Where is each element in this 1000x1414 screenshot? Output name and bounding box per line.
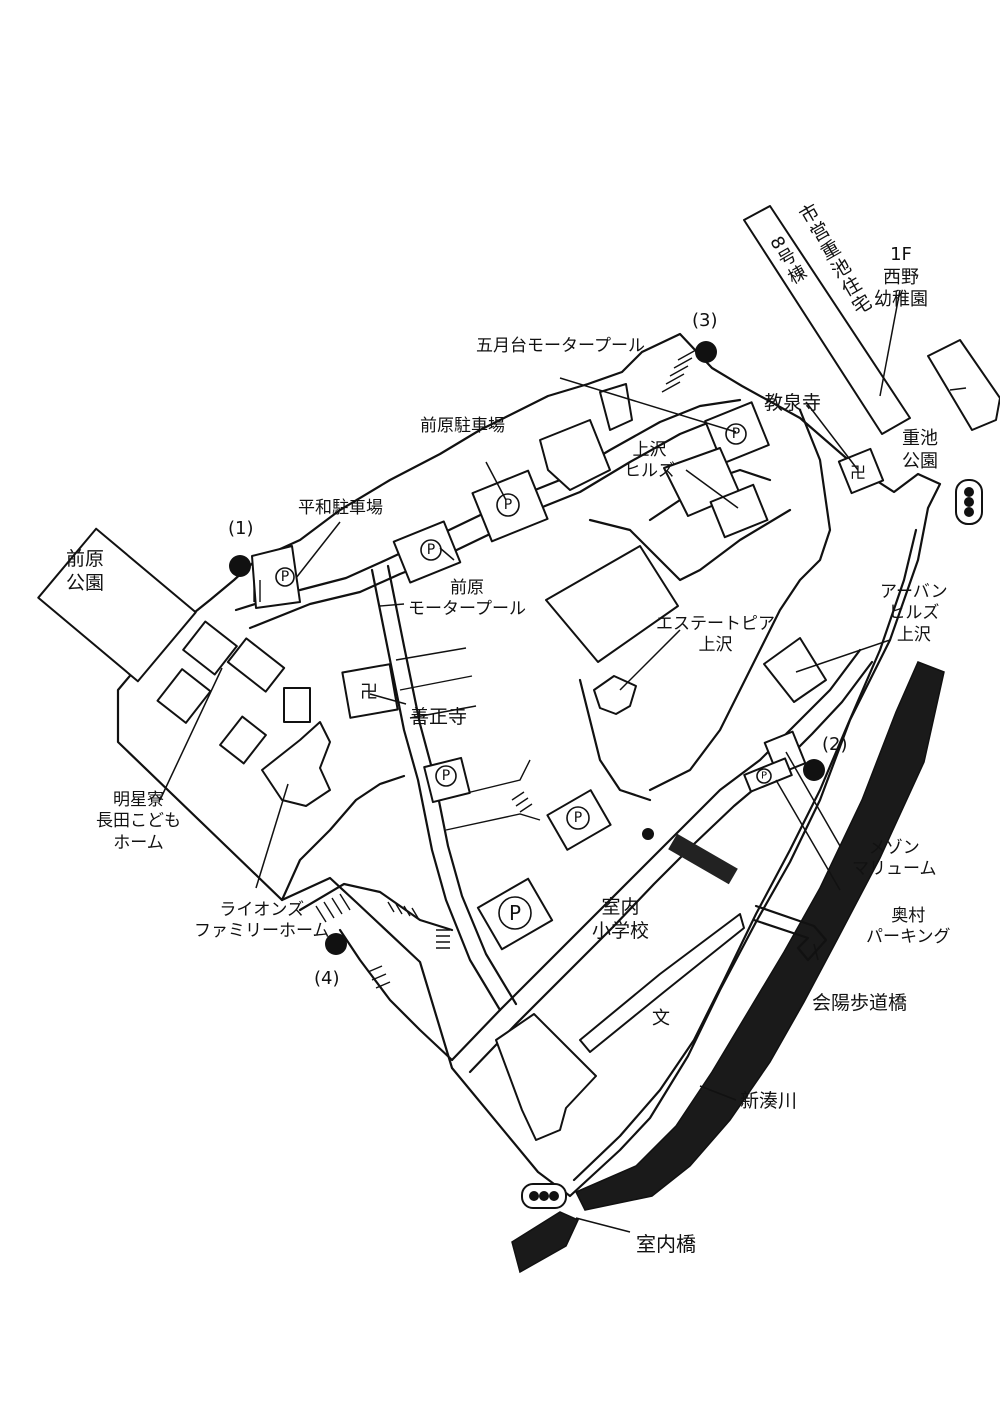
alley-3	[399, 675, 473, 691]
parking-symbol-maehara-pool: P	[420, 539, 442, 561]
school-gate-mark	[642, 828, 654, 840]
label-okumura-parking: 奥村 パーキング	[866, 906, 951, 948]
traffic-signal-ne	[955, 479, 983, 525]
label-maehara-parking: 前原駐車場	[420, 416, 505, 436]
road-north-ne	[648, 408, 832, 792]
parking-symbol-big: P	[498, 896, 532, 930]
house-w2	[226, 637, 286, 693]
urban-hills-building	[763, 637, 827, 703]
label-estate-pia: エステートピア 上沢	[656, 614, 775, 656]
district-outline	[116, 332, 942, 1198]
label-zensho-temple: 善正寺	[410, 706, 468, 728]
label-school: 室内 小学校	[592, 896, 650, 942]
svg-text:P: P	[427, 542, 435, 558]
svg-text:P: P	[761, 771, 767, 782]
traffic-signal-sw	[521, 1183, 567, 1209]
stairs-marks	[253, 349, 697, 989]
temple-symbol-kyosenji: 卍	[850, 463, 866, 482]
estate-block-big	[545, 545, 679, 663]
label-nishino-kindergarten: 1F 西野 幼稚園	[874, 244, 928, 310]
parking-symbol-maehara: P	[496, 493, 520, 517]
point-label-3: (3)	[692, 310, 718, 331]
svg-text:P: P	[732, 426, 740, 442]
house-w3	[156, 668, 212, 724]
shiei-housing-building	[743, 205, 911, 435]
kaiyo-footbridge	[752, 904, 828, 962]
svg-text:P: P	[509, 901, 521, 925]
point-marker-3	[695, 341, 717, 363]
label-maison: メゾン マリューム	[852, 838, 937, 880]
shinminato-river-lower	[511, 1211, 579, 1274]
label-kamisawa-hills: 上沢 ヒルズ	[624, 440, 675, 482]
estate-pia-building	[593, 675, 637, 715]
lions-home-building	[261, 721, 331, 807]
school-grounds	[579, 913, 745, 1053]
point-label-2: (2)	[822, 734, 848, 755]
parking-symbol-heiwa: P	[275, 567, 295, 587]
label-heiwa-parking: 平和駐車場	[298, 498, 383, 518]
point-label-1: (1)	[228, 518, 254, 539]
maehara-park-area	[37, 527, 197, 683]
alley-4	[409, 705, 477, 719]
svg-text:P: P	[442, 768, 450, 784]
school-symbol: 文	[652, 1008, 670, 1029]
alley-1	[379, 603, 405, 607]
label-kaiyo-bridge: 会陽歩道橋	[812, 992, 908, 1014]
svg-text:P: P	[281, 569, 289, 585]
road-kamisawa-loop	[588, 508, 792, 582]
leader-lines	[159, 289, 967, 1233]
school-building	[495, 1013, 597, 1141]
label-kyosen-temple: 教泉寺	[764, 392, 822, 414]
parking-symbol-okumura: P	[756, 768, 772, 784]
central-road-east	[386, 564, 518, 1006]
river-road	[572, 528, 918, 1182]
parking-symbol-mid: P	[435, 765, 457, 787]
point-label-4: (4)	[314, 968, 340, 989]
alley-2	[395, 647, 467, 661]
road-west-diag	[280, 774, 406, 902]
house-w5	[219, 715, 267, 765]
block-n1	[539, 419, 611, 491]
label-maehara-park: 前原 公園	[66, 548, 105, 594]
label-maehara-pool: 前原 モータープール	[408, 578, 526, 620]
point-marker-1	[229, 555, 251, 577]
road-west-diag-2	[298, 882, 454, 932]
label-muro-bridge: 室内橋	[636, 1232, 696, 1256]
alley-6	[445, 813, 541, 831]
svg-text:P: P	[504, 497, 512, 513]
road-southwest	[338, 928, 454, 1062]
shinminato-river	[574, 661, 945, 1211]
label-myoseiryo: 明星寮 長田こども ホーム	[96, 790, 181, 853]
zenshoji-block	[341, 663, 399, 719]
svg-text:P: P	[574, 810, 582, 826]
house-w1	[182, 620, 238, 676]
label-shigeike-park: 重池 公園	[902, 428, 938, 472]
school-road	[450, 648, 862, 1062]
house-w4	[283, 687, 311, 723]
school-gym	[668, 833, 738, 885]
point-marker-2	[803, 759, 825, 781]
label-urban-hills: アーバン ヒルズ 上沢	[880, 582, 948, 645]
parking-symbol-satsukidai: P	[725, 423, 747, 445]
temple-symbol-zenshoji: 卍	[360, 682, 378, 703]
central-road	[370, 568, 502, 1012]
label-satsukidai-pool: 五月台モータープール	[476, 336, 645, 356]
road-estate	[578, 678, 652, 802]
shigeike-park-area	[927, 339, 1000, 431]
parking-symbol-east: P	[566, 806, 590, 830]
block-n2	[599, 383, 633, 431]
label-lions-home: ライオンズ ファミリーホーム	[194, 900, 330, 942]
point-marker-4	[325, 933, 347, 955]
label-shinminato-river: 新湊川	[740, 1090, 798, 1112]
